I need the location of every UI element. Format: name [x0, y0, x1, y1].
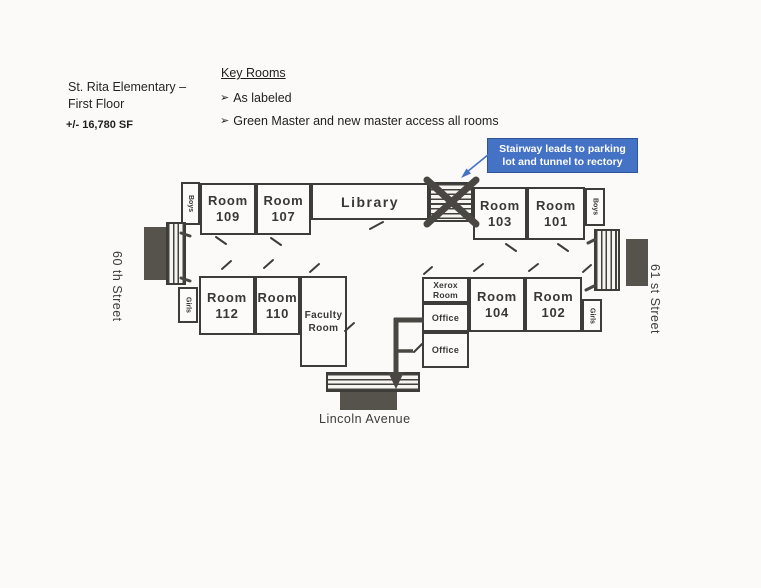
street-label-south: Lincoln Avenue — [319, 412, 411, 426]
page-title: St. Rita Elementary – First Floor — [68, 79, 228, 113]
room-xerox: Xerox Room — [422, 277, 469, 303]
room-103-number: 103 — [487, 213, 513, 229]
key-bullet-2: ➢ Green Master and new master access all… — [220, 114, 499, 129]
room-110-number: 110 — [265, 305, 290, 321]
room-107-label: Room — [263, 193, 304, 208]
street-label-west: 60 th Street — [110, 251, 124, 322]
south-stairway — [326, 372, 420, 392]
room-107-number: 107 — [271, 209, 296, 224]
restroom-boys-left-label: Boys — [187, 194, 194, 213]
xerox-label-line1: Xerox — [433, 280, 458, 290]
room-101: Room 101 — [527, 187, 585, 240]
page-title-line1: St. Rita Elementary – — [68, 80, 187, 94]
page-title-line2: First Floor — [68, 97, 125, 111]
room-faculty: Faculty Room — [300, 276, 347, 367]
room-112-number: 112 — [215, 305, 239, 321]
room-109: Room 109 — [200, 183, 256, 235]
restroom-girls-right: Girls — [582, 299, 602, 332]
callout-arrow-icon — [461, 153, 490, 178]
west-stairway — [166, 222, 186, 285]
room-103-label: Room — [479, 197, 521, 213]
arrow-bullet-icon: ➢ — [220, 115, 230, 127]
room-library: Library — [311, 183, 429, 220]
room-112-label: Room — [206, 289, 248, 305]
room-110: Room 110 — [255, 276, 300, 335]
key-rooms-heading: Key Rooms — [221, 66, 286, 80]
faculty-label-line1: Faculty — [304, 309, 343, 321]
arrow-bullet-icon: ➢ — [220, 92, 230, 104]
key-bullet-2-text: Green Master and new master access all r… — [233, 114, 499, 128]
key-bullet-1-text: As labeled — [233, 91, 292, 105]
restroom-boys-left: Boys — [181, 182, 200, 225]
room-101-number: 101 — [543, 213, 569, 229]
room-102-label: Room — [533, 288, 574, 304]
room-104-label: Room — [476, 288, 518, 304]
restroom-boys-right: Boys — [585, 188, 605, 226]
xerox-label-line2: Room — [433, 290, 458, 300]
room-107: Room 107 — [256, 183, 311, 235]
crossed-out-stairway — [429, 182, 473, 222]
office-upper-label: Office — [431, 312, 460, 323]
room-office-upper: Office — [422, 303, 469, 332]
east-stairway — [594, 229, 620, 291]
restroom-girls-left-label: Girls — [184, 297, 192, 313]
faculty-label-line2: Room — [308, 322, 339, 334]
stairway-callout: Stairway leads to parking lot and tunnel… — [487, 138, 638, 173]
room-104: Room 104 — [469, 277, 525, 332]
room-103: Room 103 — [473, 187, 527, 240]
area-label: +/- 16,780 SF — [66, 119, 133, 131]
room-102-number: 102 — [541, 304, 566, 320]
east-entrance-block — [626, 239, 648, 286]
stairway-callout-line1: Stairway leads to parking — [499, 142, 626, 155]
key-bullet-1: ➢ As labeled — [220, 91, 292, 106]
office-lower-label: Office — [431, 345, 460, 355]
room-109-label: Room — [207, 193, 249, 208]
restroom-girls-left: Girls — [178, 287, 198, 323]
room-104-number: 104 — [484, 304, 510, 320]
room-112: Room 112 — [199, 276, 255, 335]
room-110-label: Room — [257, 289, 298, 305]
room-109-number: 109 — [215, 209, 241, 224]
south-entrance-block — [340, 392, 397, 410]
street-label-east: 61 st Street — [648, 264, 662, 334]
restroom-girls-right-label: Girls — [588, 307, 596, 324]
stairway-callout-line2: lot and tunnel to rectory — [502, 155, 623, 168]
restroom-boys-right-label: Boys — [591, 198, 599, 216]
west-entrance-block — [144, 227, 167, 280]
library-label: Library — [341, 193, 399, 210]
room-101-label: Room — [535, 197, 577, 213]
room-office-lower: Office — [422, 332, 469, 368]
room-102: Room 102 — [525, 277, 582, 332]
